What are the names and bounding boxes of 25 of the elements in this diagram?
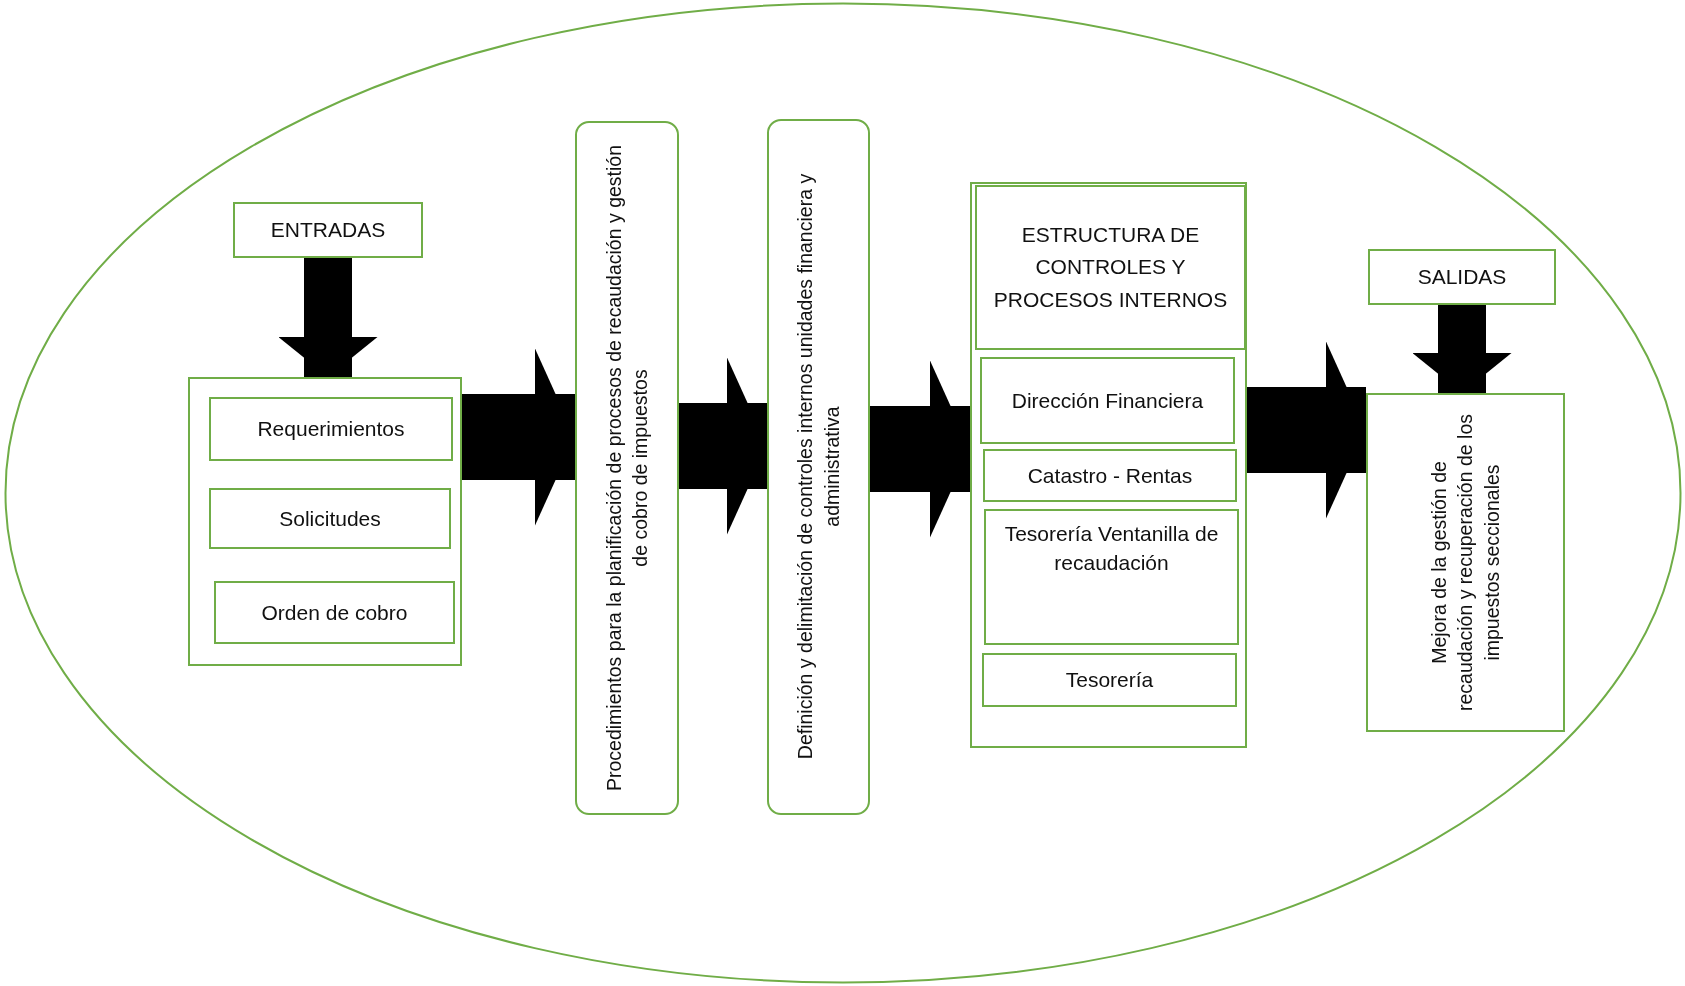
block-arrow: [278, 258, 378, 377]
process-box: Tesorería: [982, 653, 1237, 707]
process-box: [767, 119, 870, 815]
process-box: ESTRUCTURA DE CONTROLES Y PROCESOS INTERNOS: [975, 185, 1246, 350]
group-box: [970, 182, 1247, 748]
process-box: Requerimientos: [209, 397, 453, 461]
process-box: Orden de cobro: [214, 581, 455, 644]
block-arrow: [1247, 341, 1366, 519]
block-arrow: [870, 360, 970, 538]
process-box: Tesorería Ventanilla de recaudación: [984, 509, 1239, 645]
vertical-text: Definición y delimitación de controles internos unidades financiera y administrativa: [792, 172, 843, 762]
process-box: Solicitudes: [209, 488, 451, 549]
vertical-text: Mejora de la gestión de recaudación y recuperación de los impuestos seccionales: [1426, 412, 1504, 713]
process-box: SALIDAS: [1368, 249, 1556, 305]
group-box: [188, 377, 462, 666]
ellipse-frame: [4, 2, 1682, 984]
vertical-text: Procedimientos para la planificación de procesos de recaudación y gestión de cobro de impuestos: [601, 143, 652, 793]
process-box: [575, 121, 679, 815]
process-box: [1366, 393, 1565, 732]
block-arrow: [1412, 305, 1512, 393]
process-box: Catastro - Rentas: [983, 449, 1237, 502]
block-arrow: [679, 357, 767, 535]
process-box: Dirección Financiera: [980, 357, 1235, 444]
block-arrow: [462, 348, 575, 526]
process-box: ENTRADAS: [233, 202, 423, 258]
